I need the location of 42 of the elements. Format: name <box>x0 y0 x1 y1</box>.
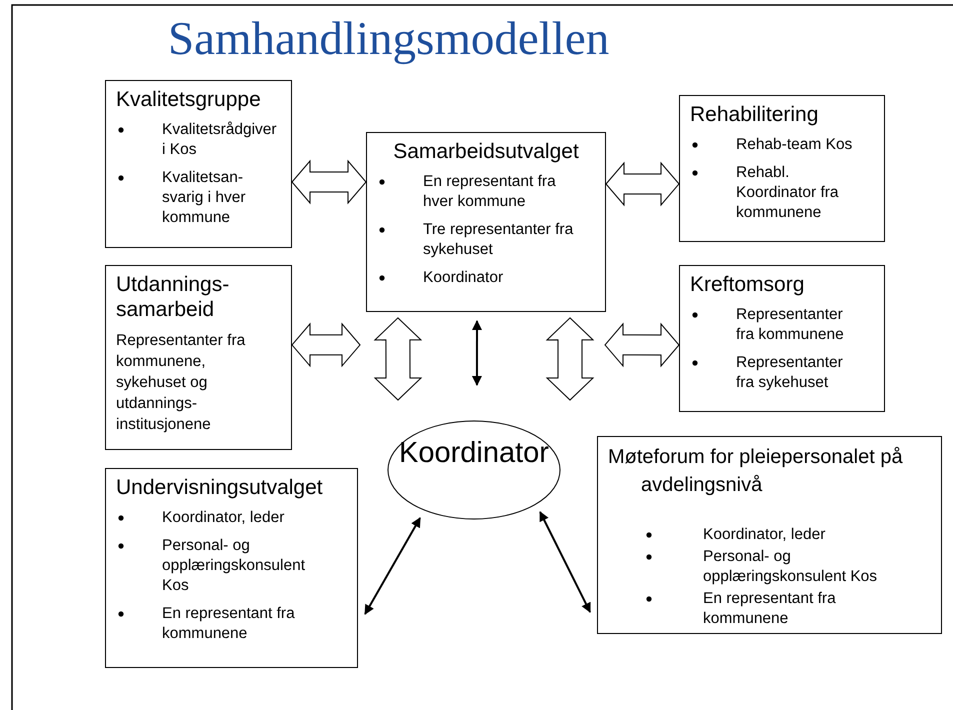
group-box <box>679 95 885 242</box>
group-box <box>366 132 606 312</box>
group-box <box>105 80 292 248</box>
arrow <box>539 511 591 613</box>
box-heading: Utdannings-samarbeid <box>116 272 230 322</box>
list-item: Rehab-team Kos <box>736 136 852 153</box>
block-arrow <box>291 322 361 368</box>
box-heading: Rehabilitering <box>690 102 820 127</box>
block-arrow <box>605 162 680 206</box>
group-box <box>105 468 358 668</box>
list-item: Tre representanter fra sykehuset <box>423 221 574 258</box>
list-item: Personal- og opplæringskonsulent Kos <box>162 537 306 594</box>
list-item: Kvalitetsan-svarig i hver kommune <box>162 169 246 226</box>
list-item: En representant fra kommunene <box>162 605 295 642</box>
ellipse-node <box>387 420 561 520</box>
list-item: Personal- og opplæringskonsulent Kos <box>703 548 878 585</box>
list-item: Kvalitetsrådgiver i Kos <box>162 121 277 158</box>
box-description: Representanter fra kommunene, sykehuset og utdannings-institusjonene <box>116 331 246 435</box>
box-heading: Møteforum for pleiepersonalet på avdelingsnivå <box>608 445 904 498</box>
box-heading: Kvalitetsgruppe <box>116 87 262 112</box>
list-item: Representanter fra kommunene <box>736 306 844 343</box>
box-heading: Undervisningsutvalget <box>116 475 324 500</box>
arrow <box>472 320 482 386</box>
list-item: Koordinator <box>423 269 504 286</box>
box-heading: Samarbeidsutvalget <box>392 139 580 164</box>
block-arrow <box>374 317 422 401</box>
block-arrow <box>546 317 594 401</box>
list-item: Representanter fra sykehuset <box>736 354 843 391</box>
list-item: Rehabl. Koordinator fra kommunene <box>736 164 839 221</box>
list-item: Koordinator, leder <box>162 509 284 526</box>
arrow <box>364 517 421 615</box>
box-heading: Kreftomsorg <box>690 272 806 297</box>
list-item: Koordinator, leder <box>703 526 826 543</box>
list-item: En representant fra hver kommune <box>423 173 556 210</box>
block-arrow <box>604 322 680 368</box>
block-arrow <box>291 160 367 204</box>
list-item: En representant fra kommunene <box>703 590 836 627</box>
node-label: Koordinator <box>398 436 550 470</box>
group-box <box>597 436 942 634</box>
group-box <box>679 265 885 412</box>
group-box <box>105 265 292 450</box>
diagram-title: Samhandlingsmodellen <box>168 14 610 66</box>
